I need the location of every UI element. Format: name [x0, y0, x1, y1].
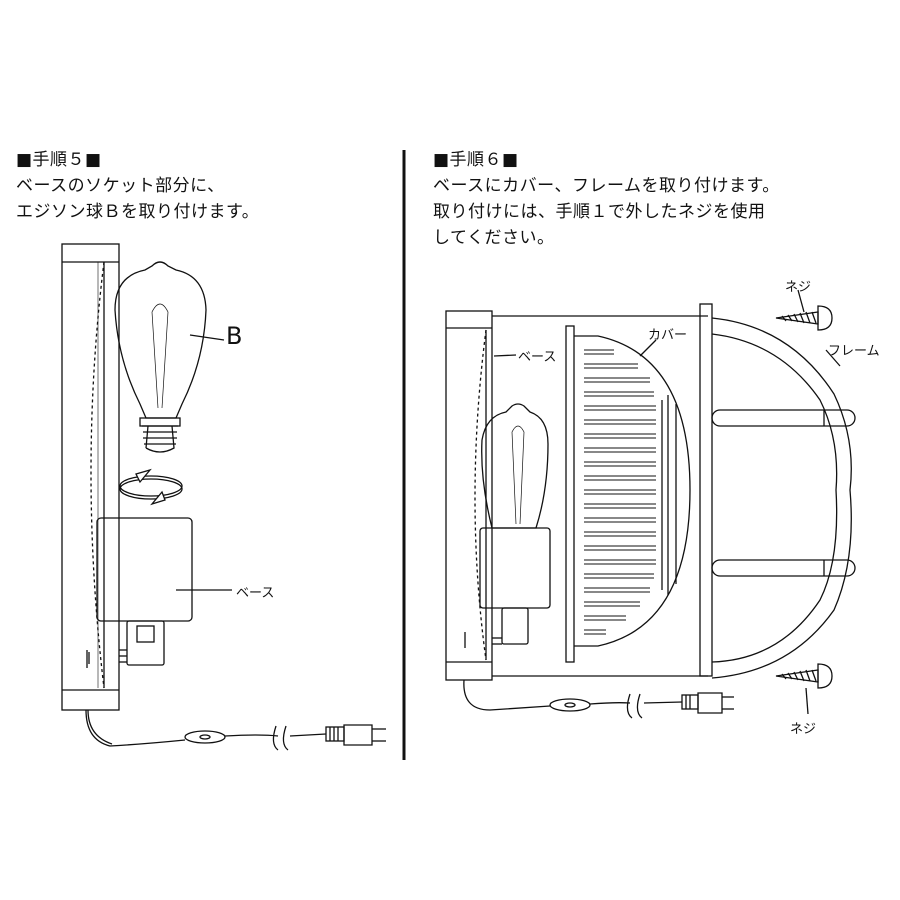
step5-socket-housing: [96, 517, 193, 666]
step6-power-cord: [463, 679, 734, 719]
leader-screw-top: [797, 289, 805, 313]
leader-screw-bottom: [805, 687, 809, 715]
label-step6-base: ベース: [518, 350, 557, 365]
step6-instruction-line1: ベースにカバー、フレームを取り付けます。: [433, 176, 780, 196]
step6-instruction-line2: 取り付けには、手順１で外したネジを使用: [433, 202, 766, 222]
label-screw-bottom: ネジ: [790, 722, 817, 737]
edison-bulb-b: [114, 261, 207, 453]
step6-bulb: [481, 403, 549, 529]
leader-cover: [639, 339, 657, 357]
leader-step6-base: [493, 354, 517, 357]
frame: [699, 303, 856, 679]
step6-heading: ■手順６■: [433, 150, 519, 170]
step5-power-cord: [85, 709, 386, 751]
step6-base-plate: [445, 310, 493, 681]
leader-label-b: [189, 334, 225, 341]
screw-top: [775, 305, 833, 331]
step6-socket-housing: [479, 527, 551, 645]
label-step5-base: ベース: [236, 586, 275, 601]
cover-louvers: [584, 349, 656, 635]
step5-instruction-line2: エジソン球Ｂを取り付けます。: [16, 202, 260, 222]
step5-instruction-line1: ベースのソケット部分に、: [16, 176, 225, 196]
label-bulb-b: B: [226, 322, 243, 350]
step6-instruction-line3: してください。: [433, 228, 555, 248]
screw-bottom: [775, 663, 833, 689]
step5-base-plate: [61, 243, 120, 711]
step5-heading: ■手順５■: [16, 150, 102, 170]
label-screw-top: ネジ: [785, 280, 812, 295]
label-frame: フレーム: [828, 344, 880, 359]
label-cover: カバー: [648, 328, 688, 343]
leader-frame: [825, 349, 841, 367]
rotate-arrow-icon: [119, 468, 183, 506]
